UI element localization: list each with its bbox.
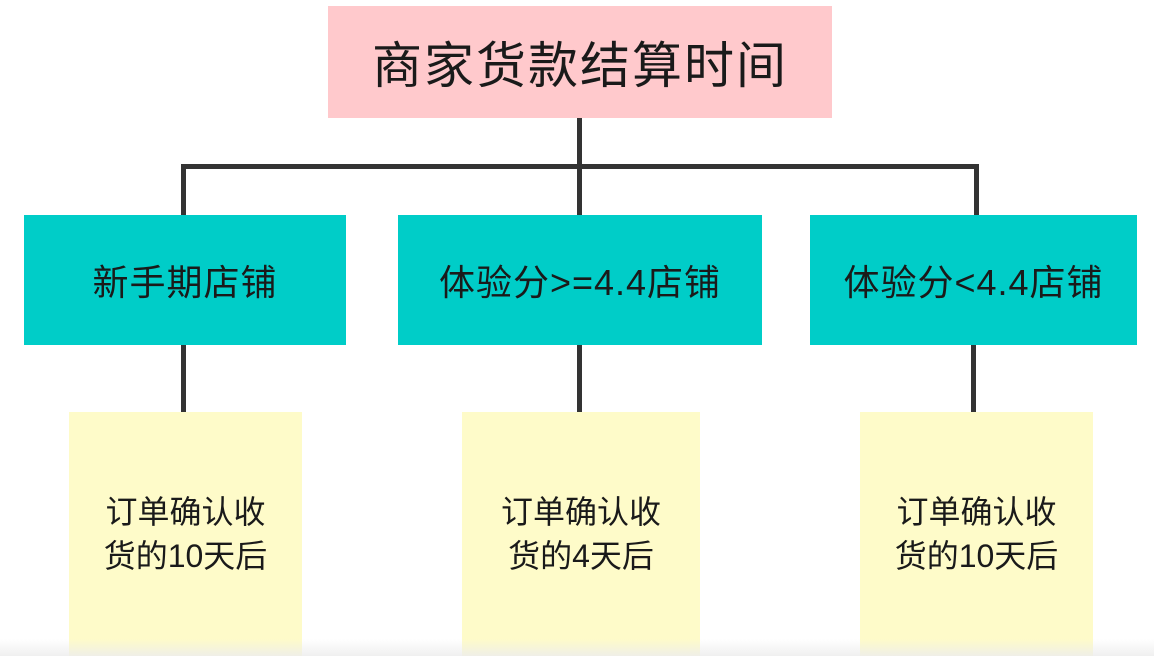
leaf-node-text-line: 订单确认收 (500, 494, 661, 530)
leaf-node-settlement-4-days: 订单确认收 货的4天后 (462, 412, 700, 656)
connector-branch-3-to-leaf (971, 345, 976, 413)
leaf-node-text-line: 订单确认收 (105, 494, 266, 530)
connector-drop-branch-1 (181, 164, 186, 216)
root-node-settlement-time: 商家货款结算时间 (328, 6, 832, 118)
leaf-node-text-line: 货的4天后 (508, 538, 654, 574)
branch-node-label: 体验分>=4.4店铺 (438, 262, 722, 303)
connector-branch-2-to-leaf (577, 345, 582, 413)
branch-node-score-lt-4-4: 体验分<4.4店铺 (810, 215, 1137, 345)
branch-node-label: 新手期店铺 (92, 262, 278, 303)
root-node-label: 商家货款结算时间 (372, 38, 788, 94)
leaf-node-settlement-10-days: 订单确认收 货的10天后 (860, 412, 1093, 656)
leaf-node-text-line: 货的10天后 (894, 538, 1059, 574)
branch-node-label: 体验分<4.4店铺 (843, 262, 1104, 303)
leaf-node-text-line: 订单确认收 (896, 494, 1057, 530)
connector-drop-branch-3 (974, 164, 979, 216)
connector-root-stem (577, 118, 582, 166)
leaf-node-settlement-10-days: 订单确认收 货的10天后 (69, 412, 302, 656)
connector-drop-branch-2 (577, 164, 582, 216)
branch-node-novice-shop: 新手期店铺 (24, 215, 346, 345)
connector-branch-1-to-leaf (181, 345, 186, 413)
leaf-node-text-line: 货的10天后 (103, 538, 268, 574)
branch-node-score-gte-4-4: 体验分>=4.4店铺 (398, 215, 762, 345)
